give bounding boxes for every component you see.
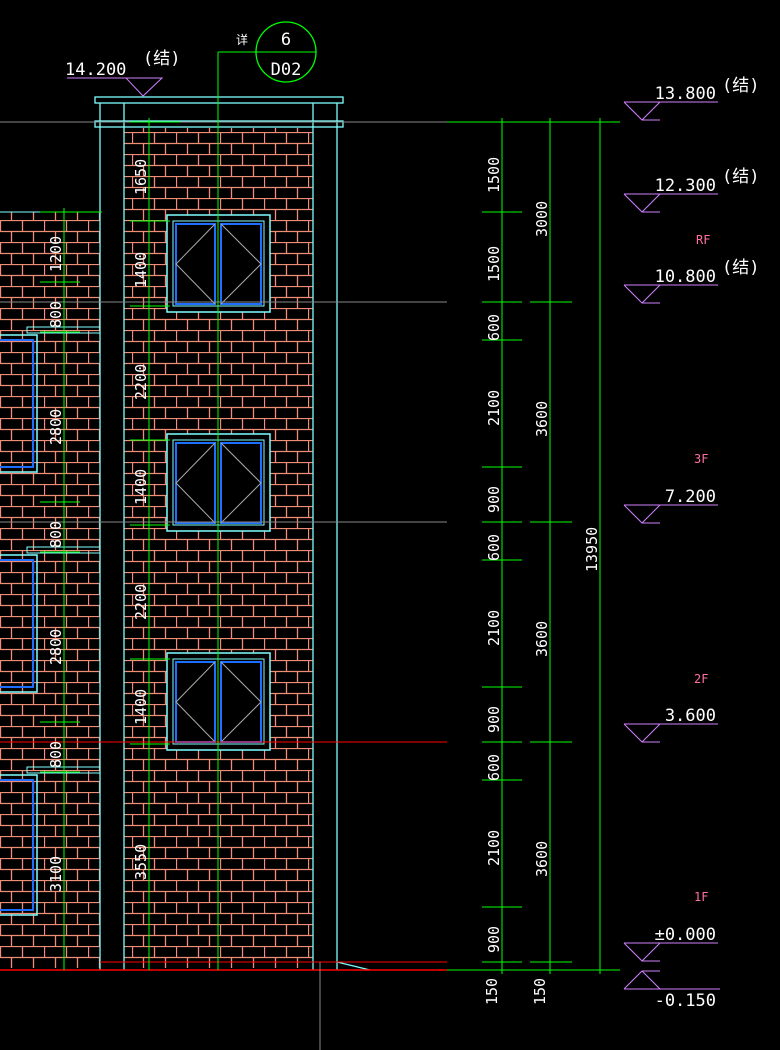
svg-text:1500: 1500 xyxy=(485,246,503,282)
detail-prefix: 详 xyxy=(236,32,248,47)
svg-text:13.800: 13.800 xyxy=(655,84,716,104)
svg-text:2100: 2100 xyxy=(485,390,503,426)
chain1-labels: 1500 1500 600 2100 900 600 2100 900 600 … xyxy=(483,157,503,1005)
svg-text:150: 150 xyxy=(531,978,549,1005)
svg-text:±0.000: ±0.000 xyxy=(655,925,716,945)
detail-number: 6 xyxy=(281,30,291,50)
level-note: (结) xyxy=(143,49,180,69)
svg-text:2800: 2800 xyxy=(47,409,65,445)
svg-text:2F: 2F xyxy=(694,672,708,686)
svg-text:3600: 3600 xyxy=(533,621,551,657)
svg-text:3000: 3000 xyxy=(533,201,551,237)
svg-text:3.600: 3.600 xyxy=(665,706,716,726)
svg-text:1400: 1400 xyxy=(132,689,150,725)
svg-text:(结): (结) xyxy=(722,258,759,278)
svg-text:800: 800 xyxy=(47,301,65,328)
svg-text:(结): (结) xyxy=(722,167,759,187)
svg-text:900: 900 xyxy=(485,926,503,953)
svg-text:3600: 3600 xyxy=(533,401,551,437)
svg-text:600: 600 xyxy=(485,754,503,781)
level-labels: 13.800 (结) 12.300 (结) 10.800 (结) 7.200 3… xyxy=(655,76,760,1011)
detail-sheet: D02 xyxy=(271,60,302,80)
total-height-label: 13950 xyxy=(583,527,601,572)
svg-text:1F: 1F xyxy=(694,890,708,904)
svg-text:900: 900 xyxy=(485,706,503,733)
svg-text:1400: 1400 xyxy=(132,469,150,505)
parapet-level-marker: 14.200 (结) xyxy=(65,49,180,97)
level-lines xyxy=(0,121,620,1050)
svg-text:1200: 1200 xyxy=(47,236,65,272)
svg-text:3600: 3600 xyxy=(533,841,551,877)
wall-dim-labels: 1200 800 2800 800 2800 800 3100 xyxy=(47,236,65,892)
svg-text:1400: 1400 xyxy=(132,252,150,288)
detail-callout[interactable]: 详 6 D02 xyxy=(236,21,317,83)
svg-text:2200: 2200 xyxy=(132,584,150,620)
svg-text:800: 800 xyxy=(47,741,65,768)
tower-outline xyxy=(94,96,371,971)
dimension-chains xyxy=(447,118,620,974)
chain2-labels: 3000 3600 3600 3600 150 xyxy=(531,201,551,1005)
svg-text:10.800: 10.800 xyxy=(655,267,716,287)
svg-text:900: 900 xyxy=(485,486,503,513)
svg-text:-0.150: -0.150 xyxy=(655,991,716,1011)
svg-text:150: 150 xyxy=(483,978,501,1005)
svg-text:RF: RF xyxy=(696,233,710,247)
svg-text:3F: 3F xyxy=(694,452,708,466)
svg-text:2100: 2100 xyxy=(485,610,503,646)
svg-text:3550: 3550 xyxy=(132,844,150,880)
svg-text:7.200: 7.200 xyxy=(665,487,716,507)
floor-labels: RF 3F 2F 1F xyxy=(694,233,710,904)
internal-dim-lines xyxy=(40,51,316,970)
svg-text:2800: 2800 xyxy=(47,629,65,665)
svg-text:1500: 1500 xyxy=(485,157,503,193)
level-value: 14.200 xyxy=(65,60,126,80)
svg-text:2100: 2100 xyxy=(485,830,503,866)
svg-text:(结): (结) xyxy=(722,76,759,96)
svg-text:3100: 3100 xyxy=(47,856,65,892)
svg-text:600: 600 xyxy=(485,534,503,561)
svg-text:12.300: 12.300 xyxy=(655,176,716,196)
svg-text:2200: 2200 xyxy=(132,364,150,400)
level-markers xyxy=(623,101,720,990)
svg-text:600: 600 xyxy=(485,314,503,341)
svg-text:1650: 1650 xyxy=(132,159,150,195)
svg-text:800: 800 xyxy=(47,521,65,548)
tower-dim-labels: 1650 1400 2200 1400 2200 1400 3550 xyxy=(132,159,150,880)
left-brick-wall xyxy=(0,212,100,968)
